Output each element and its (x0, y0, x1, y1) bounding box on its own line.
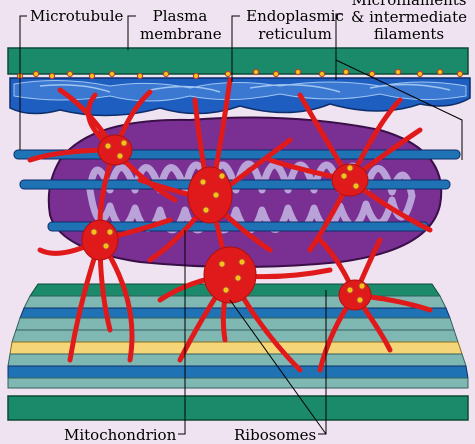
label-ribosomes: Ribosomes (234, 427, 316, 443)
label-er-line1: Endoplasmic (240, 8, 350, 24)
label-er-line2: reticulum (240, 26, 350, 42)
label-mitochondrion: Mitochondrion (64, 427, 176, 443)
label-plasma-membrane-line2: membrane (140, 26, 220, 42)
label-microfilaments-line1: Microfilaments (346, 0, 472, 8)
endoplasmic-reticulum (10, 78, 470, 116)
label-microfilaments-line2: & intermediate (346, 9, 472, 25)
plasma-membrane-bottom (8, 396, 468, 420)
label-plasma-membrane-line1: Plasma (140, 8, 220, 24)
label-microfilaments-line3: filaments (346, 26, 472, 42)
label-microtubule: Microtubule (30, 8, 123, 24)
